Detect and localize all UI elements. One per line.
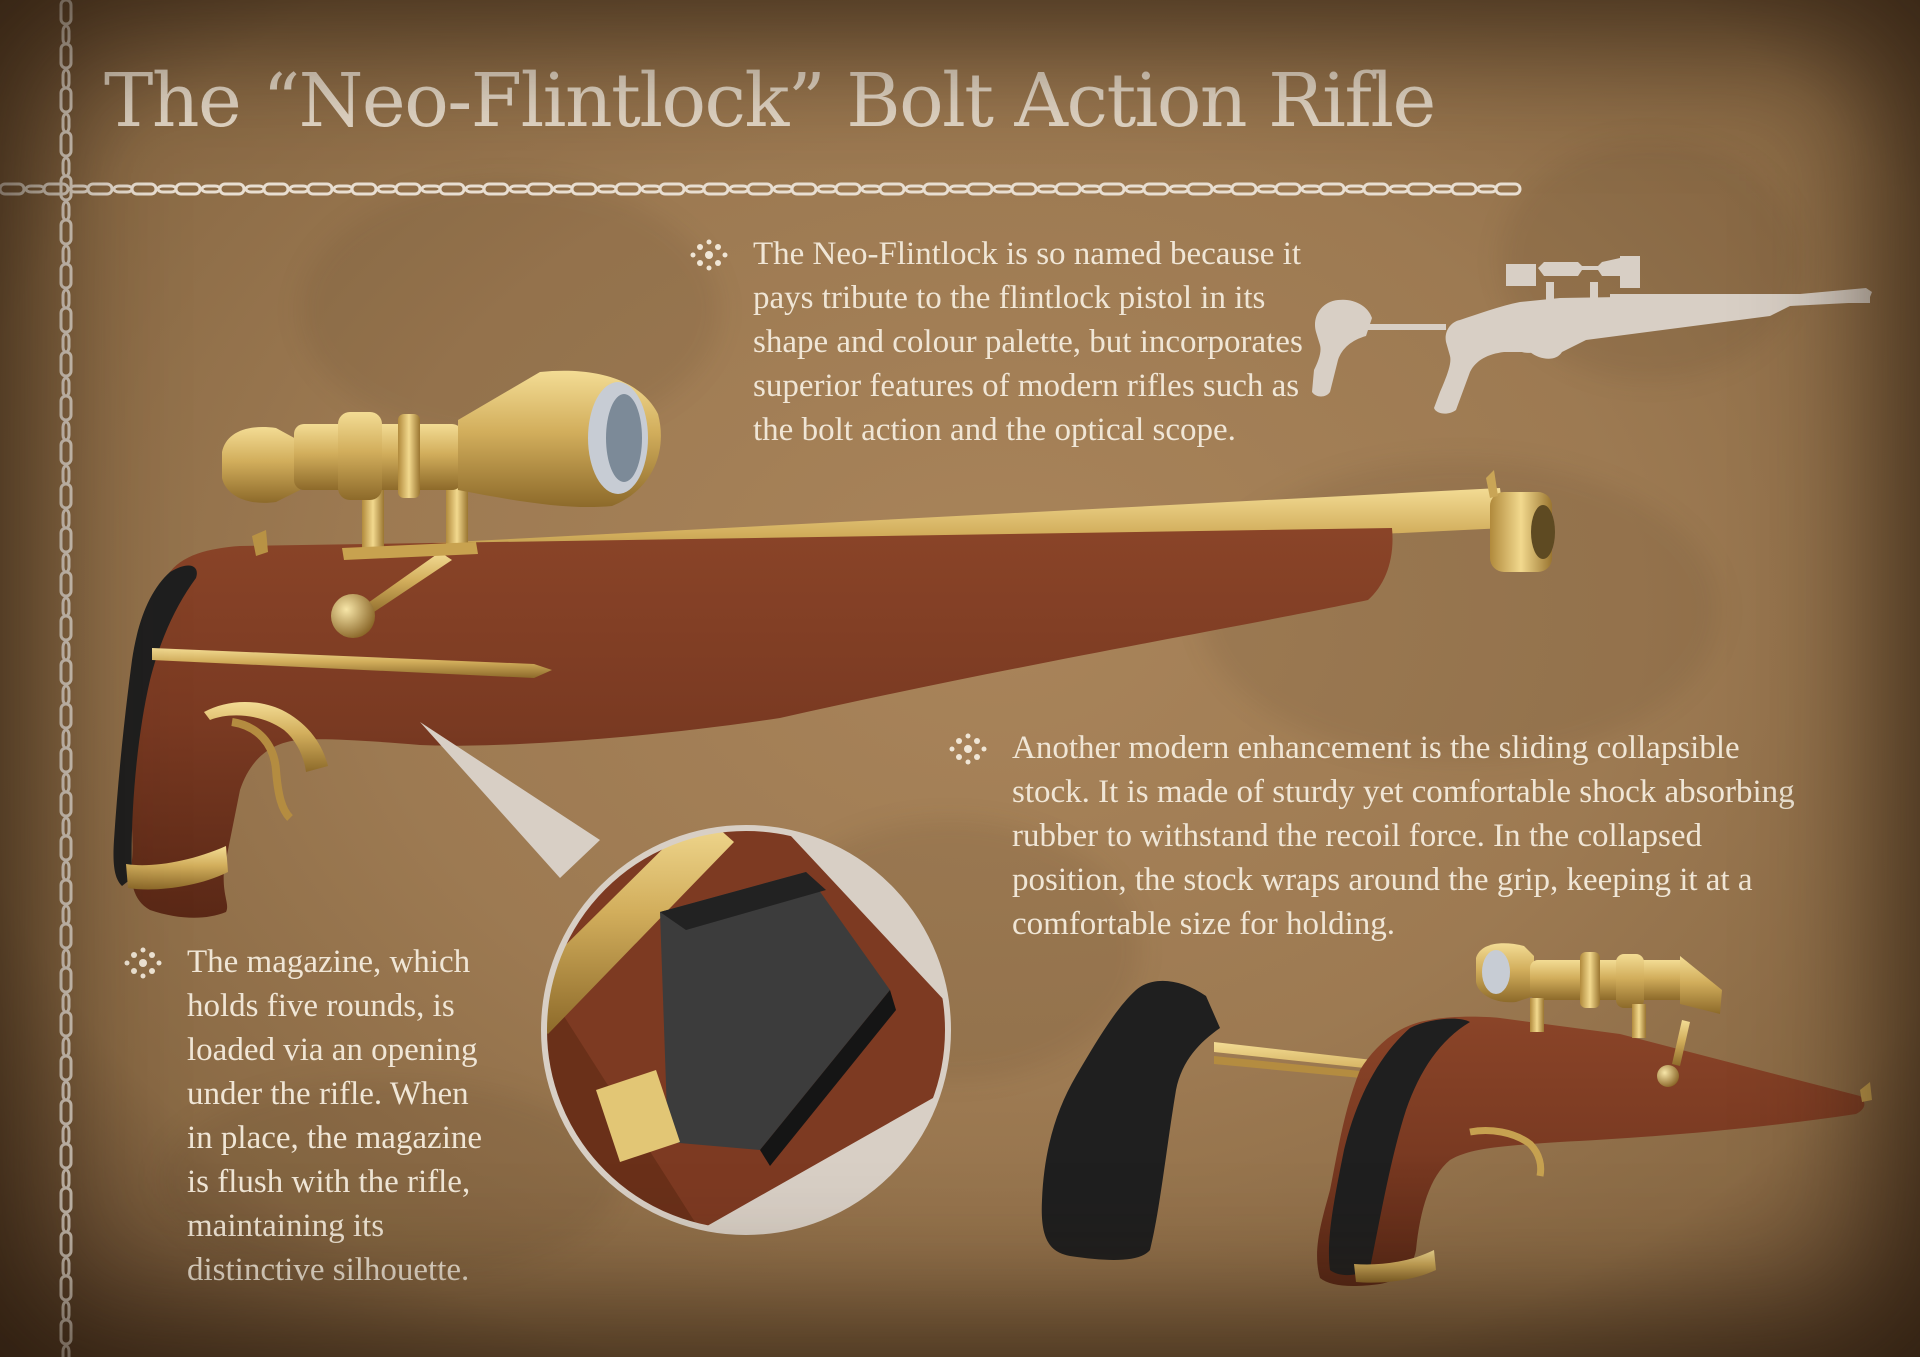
optical-scope: [222, 370, 661, 508]
note-stock: Another modern enhancement is the slidin…: [949, 726, 1820, 946]
page-title: The “Neo-Flintlock” Bolt Action Rifle: [104, 58, 1436, 144]
ornament-icon: [690, 239, 728, 271]
grip-cap: [126, 846, 228, 890]
trigger-guard: [204, 701, 328, 772]
muzzle-bore: [1531, 505, 1555, 559]
magazine-block: [660, 872, 890, 1150]
note-intro-text: The Neo-Flintlock is so named because it…: [753, 236, 1303, 448]
ramrod: [152, 648, 552, 678]
note-magazine: The magazine, which holds five rounds, i…: [124, 940, 497, 1292]
silhouette-rail: [1368, 324, 1446, 330]
note-magazine-text: The magazine, which holds five rounds, i…: [187, 944, 483, 1288]
collapsed-stock-wrap: [1328, 1018, 1470, 1276]
note-intro: The Neo-Flintlock is so named because it…: [690, 232, 1313, 452]
bolt-knob: [331, 594, 375, 638]
scope-mount-front: [446, 480, 468, 548]
collapsed-scope: [1476, 943, 1722, 1038]
rubber-stock-wrap: [113, 565, 197, 886]
silhouette-body: [1434, 288, 1872, 414]
callout-pointer: [420, 722, 600, 878]
collapsed-stock-pad: [1041, 980, 1220, 1260]
ornament-icon: [124, 947, 162, 979]
silhouette-stock: [1312, 299, 1372, 397]
silhouette-barrel: [1610, 294, 1870, 303]
note-stock-text: Another modern enhancement is the slidin…: [1012, 730, 1795, 942]
chain-icon: [0, 182, 1522, 196]
chain-icon: [59, 0, 73, 1357]
bolt-handle: [358, 552, 452, 616]
rifle-stock: [127, 528, 1393, 918]
collapsed-stock-body: [1317, 1016, 1865, 1286]
ornament-icon: [949, 733, 987, 765]
silhouette-scope: [1506, 258, 1636, 276]
scope-mount-rear: [362, 490, 384, 554]
